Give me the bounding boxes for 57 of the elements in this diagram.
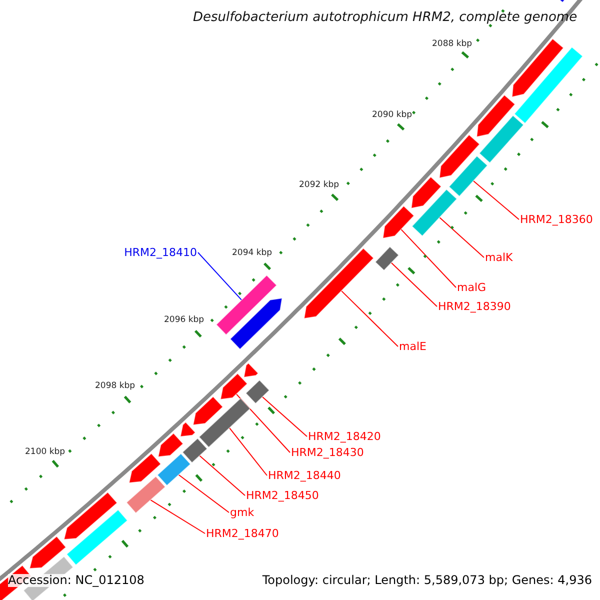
leader-line [400,228,456,288]
gene-feature [29,536,66,569]
leader-line [439,217,484,258]
leader-line [178,474,230,513]
footer-text: Accession: NC_012108 [8,574,144,587]
gene-feature [220,373,248,400]
leader-line [199,455,246,496]
gene-feature [439,134,480,178]
gene-label: HRM2_18470 [206,527,279,540]
leader-line [262,396,308,437]
gene-label: gmk [230,506,254,519]
gene-feature [230,298,282,350]
gene-label: HRM2_18420 [308,430,381,443]
leader-line [198,252,242,301]
scale-label: 2100 kbp [25,446,66,459]
gene-feature [64,492,118,540]
gene-label: HRM2_18410 [124,246,197,259]
scale-label: 2098 kbp [95,380,136,393]
scale-label: 2088 kbp [432,38,472,51]
gene-bar [126,476,166,514]
gene-feature [382,206,414,239]
gene-label: HRM2_18440 [268,469,341,482]
title: Desulfobacterium autotrophicum HRM2, complete genome [193,11,578,24]
gene-label: HRM2_18360 [520,213,593,226]
scale-label: 2092 kbp [299,179,340,192]
leader-line [390,262,438,307]
gene-feature [304,248,374,319]
gene-feature [410,176,442,209]
gene-feature [158,432,184,458]
leader-line [341,290,398,347]
gene-label: malK [485,251,513,264]
gene-feature [128,453,162,484]
gene-bar [198,398,251,448]
leader-line [472,180,520,220]
gene-feature [192,396,224,426]
scale-label: 2094 kbp [232,247,272,260]
gene-label: malG [457,281,486,294]
gene-bar [514,46,584,124]
gene-bar [245,380,270,404]
gene-bar [66,509,128,566]
scale-label: 2090 kbp [372,109,412,122]
gene-bar [182,438,208,464]
gene-feature [476,94,516,138]
gene-bar [412,188,458,236]
gene-label: HRM2_18450 [246,489,319,502]
gene-bar [478,115,524,164]
gene-label: HRM2_18430 [291,446,364,459]
scale-label: 2096 kbp [164,314,204,327]
gene-bar [216,274,278,336]
gene-label: malE [399,340,426,353]
gene-feature [512,38,564,98]
gene-label: HRM2_18390 [438,300,511,313]
gene-bar [448,156,488,197]
gene-bar [156,453,191,486]
footer-text: Topology: circular; Length: 5,589,073 bp; Genes: 4,936 [262,574,592,587]
leader-line [228,427,268,476]
leader-line [150,499,206,534]
